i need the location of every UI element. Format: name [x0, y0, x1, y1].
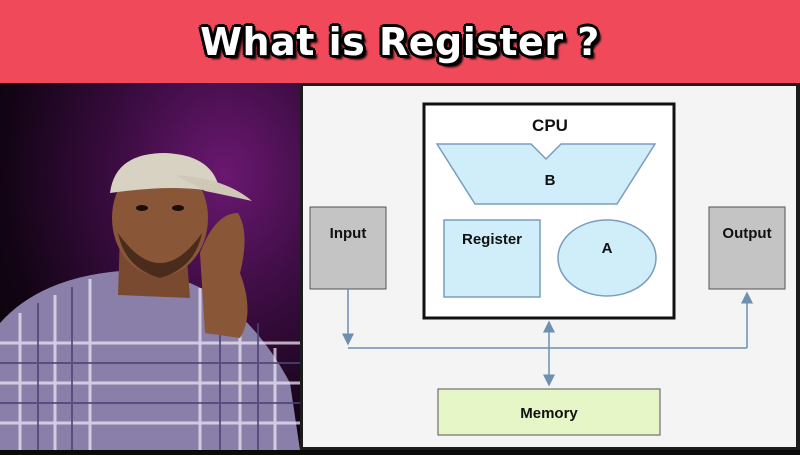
input-label: Input — [330, 225, 367, 242]
b-label: B — [545, 172, 556, 189]
input-box — [309, 206, 387, 290]
presenter-photo-panel — [0, 83, 300, 450]
title-banner — [0, 0, 800, 83]
b-trapezoid — [435, 143, 657, 205]
a-ellipse — [557, 219, 657, 297]
output-box — [708, 206, 786, 290]
data-bus-lines — [342, 289, 753, 387]
cpu-label: CPU — [532, 116, 568, 135]
output-label: Output — [722, 225, 771, 242]
a-label: A — [602, 240, 613, 257]
page-title: What is Register ? — [200, 19, 600, 64]
register-label: Register — [462, 231, 522, 248]
memory-label: Memory — [520, 405, 578, 422]
person-photo — [0, 153, 300, 450]
memory-box — [437, 388, 661, 436]
register-box — [443, 219, 541, 298]
cpu-diagram: CPU B Register A Input Output Memory — [303, 86, 796, 447]
